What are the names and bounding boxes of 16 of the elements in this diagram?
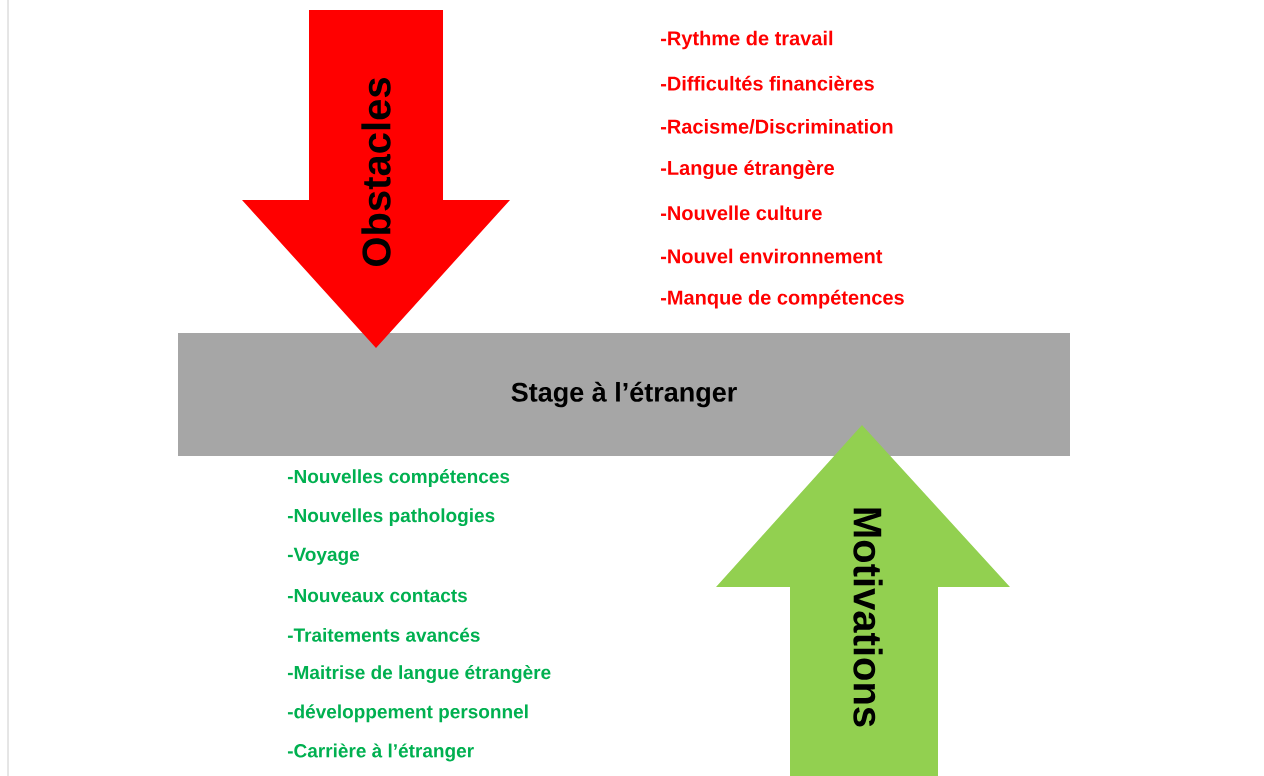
- list-item: -Carrière à l’étranger: [287, 743, 474, 762]
- list-item: -Nouvel environnement: [661, 248, 883, 264]
- list-item: -Manque de compétences: [661, 289, 904, 309]
- stage-box: Stage à l’étranger: [178, 333, 1070, 456]
- list-item: -Traitements avancés: [287, 627, 480, 642]
- list-item: -Nouvelles compétences: [287, 469, 510, 487]
- list-item: -Nouvelle culture: [661, 205, 822, 221]
- list-item: -Rythme de travail: [661, 30, 833, 50]
- list-item: -Racisme/Discrimination: [661, 118, 893, 134]
- list-item: -Nouvelles pathologies: [287, 508, 495, 527]
- list-item: -développement personnel: [287, 704, 528, 723]
- list-item: -Langue étrangère: [661, 160, 834, 180]
- list-item: -Voyage: [287, 547, 360, 565]
- list-item: -Maitrise de langue étrangère: [287, 665, 551, 683]
- list-item: -Difficultés financières: [661, 75, 874, 91]
- list-item: -Nouveaux contacts: [287, 588, 467, 603]
